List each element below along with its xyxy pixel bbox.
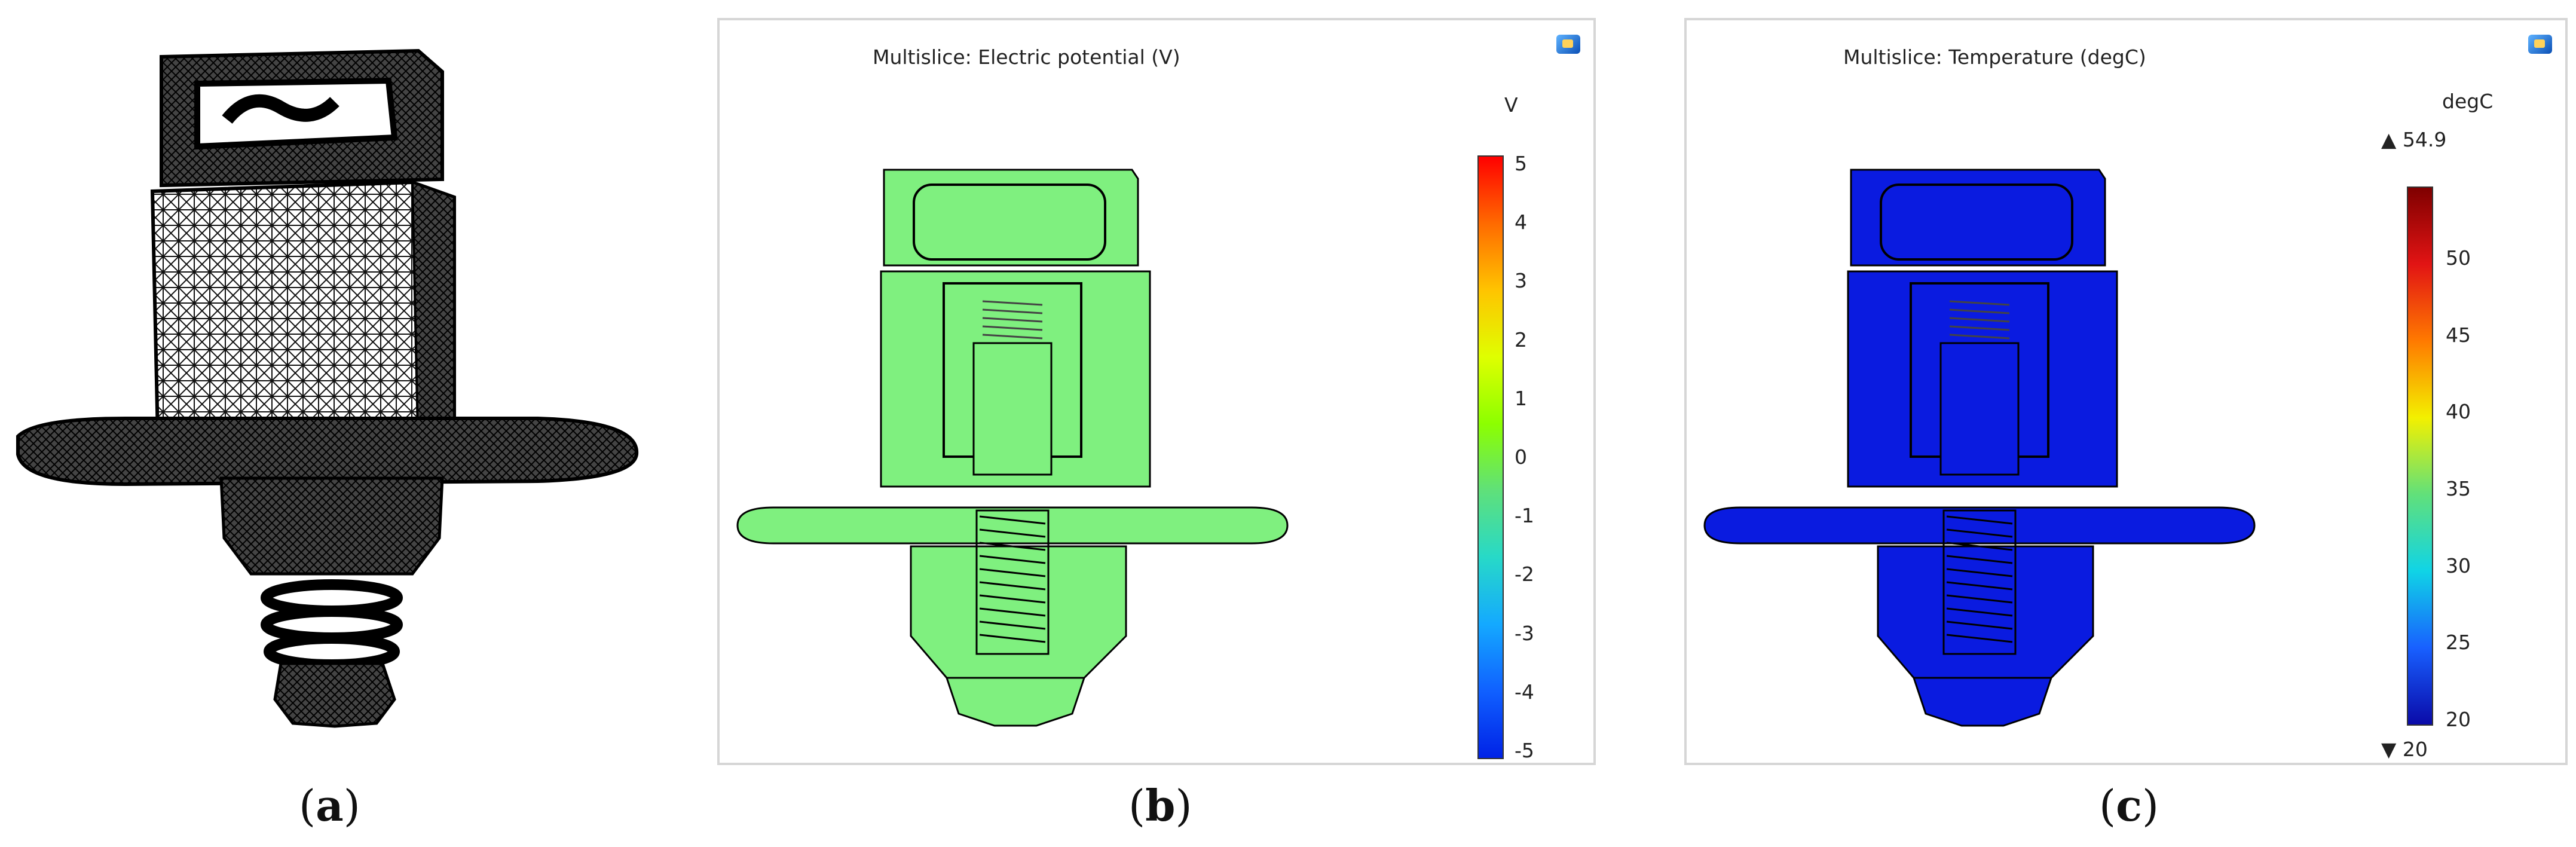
spring-coil — [1946, 581, 2013, 591]
mesh-model-drawing — [16, 48, 639, 728]
upper-spring-coil — [982, 317, 1043, 323]
connector-head — [883, 169, 1139, 267]
connector-opening — [913, 184, 1106, 261]
spring-coil — [1946, 594, 2013, 604]
caption-a: (a) — [299, 780, 360, 831]
colorbar-unit-c: degC — [2442, 90, 2494, 113]
spring-coil — [1946, 528, 2013, 538]
spring-coil — [1946, 607, 2013, 617]
colorbar-c — [2407, 186, 2433, 726]
plot-title-b: Multislice: Electric potential (V) — [873, 45, 1180, 69]
colorbar-tick-label: 0 — [1515, 445, 1527, 469]
spring-coil — [1946, 515, 2013, 525]
upper-spring-coil — [982, 325, 1043, 331]
plot-title-c: Multislice: Temperature (degC) — [1843, 45, 2146, 69]
upper-spring-coil — [1949, 308, 2010, 314]
caption-c: (c) — [2099, 780, 2159, 831]
temperature-model-drawing — [1703, 169, 2256, 727]
spring-coil — [979, 607, 1046, 617]
upper-spring-coil — [1949, 334, 2010, 340]
panel-c-temperature: Multislice: Temperature (degC) degC ▲ 54… — [1684, 18, 2568, 765]
panel-a-mesh-model: (a) — [0, 0, 669, 847]
spring-coil — [979, 515, 1046, 525]
colorbar-tick-label: 3 — [1515, 269, 1527, 293]
spring-coil — [1946, 555, 2013, 564]
colorbar-b — [1477, 155, 1504, 759]
flange — [736, 506, 1289, 545]
colorbar-tick-label: 2 — [1515, 328, 1527, 351]
spring-coil — [979, 634, 1046, 643]
spring-coil — [979, 581, 1046, 591]
colorbar-tick-label: 50 — [2446, 246, 2471, 270]
colorbar-min-marker: ▼ 20 — [2381, 738, 2428, 761]
nose — [945, 677, 1086, 727]
comsol-logo-icon — [1556, 35, 1580, 54]
upper-spring-coil — [982, 300, 1043, 306]
colorbar-tick-label: -3 — [1515, 621, 1534, 645]
colorbar-tick-label: 5 — [1515, 152, 1527, 175]
spring-coil — [1946, 568, 2013, 577]
lower-spring-housing — [1942, 509, 2017, 655]
colorbar-tick-label: 35 — [2446, 477, 2471, 500]
connector-head — [1850, 169, 2106, 267]
colorbar-tick-label: 20 — [2446, 708, 2471, 731]
potential-model-drawing — [736, 169, 1289, 727]
colorbar-tick-label: 1 — [1515, 386, 1527, 410]
plunger — [1939, 342, 2020, 476]
spring-coil — [979, 594, 1046, 604]
colorbar-tick-label: 4 — [1515, 210, 1527, 234]
nose — [1912, 677, 2053, 727]
colorbar-tick-label: -1 — [1515, 504, 1534, 528]
spring-coil — [979, 528, 1046, 538]
spring-coil — [1946, 620, 2013, 630]
upper-spring-coil — [982, 334, 1043, 340]
spring-coil — [1946, 634, 2013, 643]
comsol-logo-icon — [2528, 35, 2552, 54]
colorbar-tick-label: 30 — [2446, 554, 2471, 577]
connector-opening — [1880, 184, 2073, 261]
plunger — [972, 342, 1053, 476]
colorbar-tick-label: -2 — [1515, 562, 1534, 586]
spring-coil — [979, 542, 1046, 551]
colorbar-tick-label: 45 — [2446, 323, 2471, 347]
colorbar-tick-label: -5 — [1515, 739, 1534, 762]
colorbar-tick-label: 40 — [2446, 400, 2471, 424]
flange — [1703, 506, 2256, 545]
spring-coil — [979, 620, 1046, 630]
spring-coil — [979, 555, 1046, 564]
panel-b-electric-potential: Multislice: Electric potential (V) V 5 4 3… — [717, 18, 1596, 765]
caption-b: (b) — [1128, 780, 1192, 831]
colorbar-tick-label: -4 — [1515, 680, 1534, 704]
colorbar-tick-label: 25 — [2446, 631, 2471, 655]
colorbar-unit-b: V — [1504, 93, 1518, 117]
lower-spring-housing — [975, 509, 1050, 655]
colorbar-max-marker: ▲ 54.9 — [2381, 128, 2447, 151]
upper-spring-coil — [1949, 300, 2010, 306]
upper-spring-coil — [1949, 325, 2010, 331]
spring-coil — [979, 568, 1046, 577]
upper-spring-coil — [1949, 317, 2010, 323]
spring-coil — [1946, 542, 2013, 551]
upper-spring-coil — [982, 308, 1043, 314]
